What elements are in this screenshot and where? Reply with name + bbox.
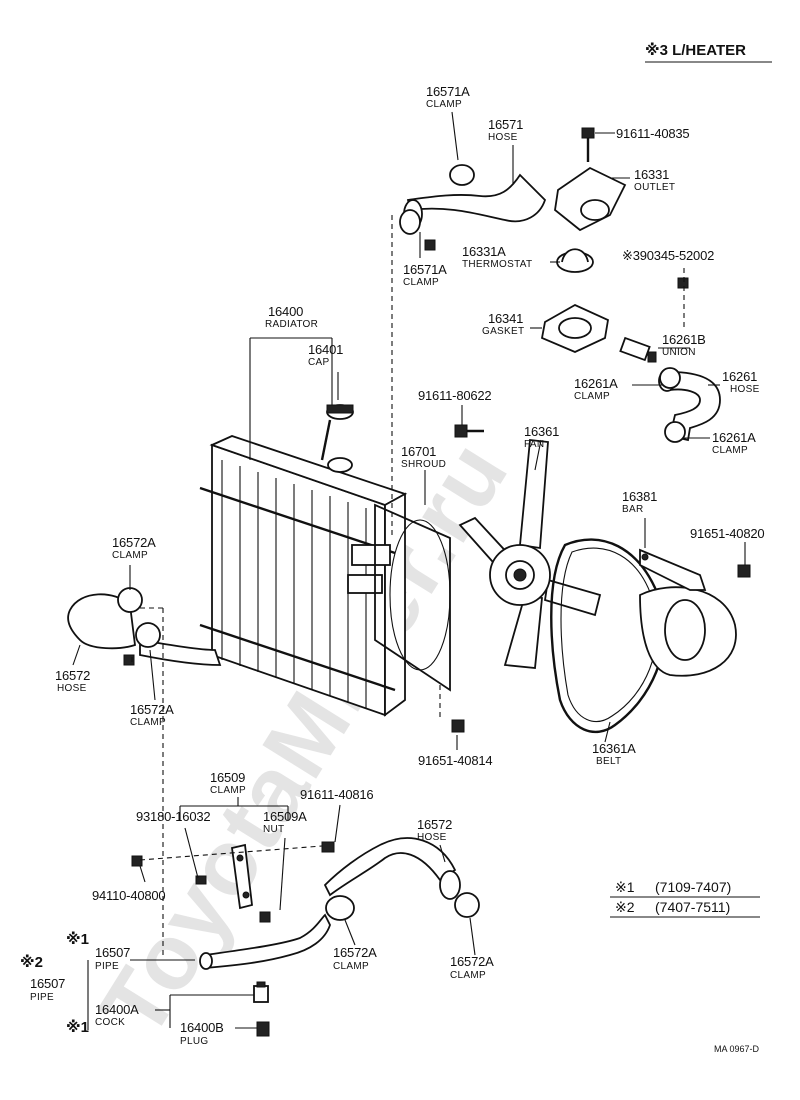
callout-16572-right-pn: 16572 [417, 817, 453, 832]
callout-16572A-top-name: CLAMP [112, 550, 148, 561]
callout-90345-52002-pn: ※390345-52002 [622, 248, 715, 263]
outlet-bolt-part[interactable] [581, 127, 595, 162]
callout-16571A-top-name: CLAMP [426, 99, 462, 110]
callout-16331A-pn: 16331A [462, 244, 506, 259]
callout-91651-40820-pn: 91651-40820 [690, 526, 765, 541]
callout-16509-name: CLAMP [210, 785, 246, 796]
callout-16701-pn: 16701 [401, 444, 437, 459]
callout-16341-pn: 16341 [488, 311, 524, 326]
callout-16331-name: OUTLET [634, 182, 676, 193]
callout-16509A-name: NUT [263, 824, 285, 835]
callout-16572A-b1-pn: 16572A [333, 945, 377, 960]
callout-16400-pn: 16400 [268, 304, 304, 319]
callout-16571A-top-pn: 16571A [426, 84, 470, 99]
callout-16261A-top-pn: 16261A [574, 376, 618, 391]
cock-part[interactable] [253, 981, 269, 1003]
callout-91611-40835-pn: 91611-40835 [616, 126, 690, 141]
callout-16509A-pn: 16509A [263, 809, 307, 824]
upper-hose-part[interactable] [403, 173, 547, 229]
callout-16361A-name: BELT [596, 756, 622, 767]
callout-16572A-mid-name: CLAMP [130, 717, 166, 728]
lower-right-hose-part[interactable] [323, 837, 461, 900]
dashed-lines [131, 215, 685, 955]
shroud-part[interactable] [374, 503, 451, 692]
callout-16361-pn: 16361 [524, 424, 560, 439]
callout-16572A-b2-name: CLAMP [450, 970, 486, 981]
belt-part[interactable] [550, 538, 666, 734]
heater-note: ※3 L/HEATER [645, 42, 746, 59]
outlet-part[interactable] [554, 166, 627, 232]
leader-lines [72, 111, 760, 1030]
callout-16572-left-name: HOSE [57, 683, 87, 694]
callout-16572A-top-pn: 16572A [112, 535, 156, 550]
callout-16400B-mark: ※1 [66, 1019, 89, 1036]
callout-16572-left-pn: 16572 [55, 668, 91, 683]
legend-1-mark: ※1 [615, 879, 635, 895]
callout-16571-pn: 16571 [488, 117, 524, 132]
callout-16361A-pn: 16361A [592, 741, 636, 756]
bar-part[interactable] [639, 548, 707, 591]
callout-91651-40814-pn: 91651-40814 [418, 753, 493, 768]
callout-16571A-bot-pn: 16571A [403, 262, 447, 277]
callout-16261B-name: UNION [662, 347, 696, 358]
callout-91611-40816-pn: 91611-40816 [300, 787, 374, 802]
callout-16401-name: CAP [308, 357, 330, 368]
callout-16261-name: HOSE [730, 384, 760, 395]
legend-2-range: (7407-7511) [655, 899, 731, 915]
gasket-part[interactable] [540, 303, 610, 353]
callout-16401-pn: 16401 [308, 342, 344, 357]
callout-16381-name: BAR [622, 504, 644, 515]
union-part[interactable] [619, 336, 657, 363]
bracket-part[interactable] [230, 843, 253, 910]
callout-93180-16032-pn: 93180-16032 [136, 809, 211, 824]
callout-16507-b-mark: ※2 [20, 954, 43, 971]
clamp-parts[interactable] [117, 164, 686, 921]
legend-1-range: (7109-7407) [655, 879, 732, 895]
callout-16400-name: RADIATOR [265, 319, 319, 330]
callout-16572A-b2-pn: 16572A [450, 954, 494, 969]
thermostat-part[interactable] [556, 248, 594, 273]
callout-16572A-mid-pn: 16572A [130, 702, 174, 717]
fan-part[interactable] [458, 439, 602, 669]
lower-left-hose-part[interactable] [67, 593, 222, 666]
callout-16507-a-pn: 16507 [95, 945, 131, 960]
callout-16331A-name: THERMOSTAT [462, 259, 533, 270]
callout-16571A-bot-name: CLAMP [403, 277, 439, 288]
callout-16261A-bot-pn: 16261A [712, 430, 756, 445]
callout-16507-a-name: PIPE [95, 961, 119, 972]
callout-16400B-pn: 16400B [180, 1020, 224, 1035]
callout-16507-b-name: PIPE [30, 992, 54, 1003]
callout-16261A-top-name: CLAMP [574, 391, 610, 402]
callout-16261A-bot-name: CLAMP [712, 445, 748, 456]
callout-16381-pn: 16381 [622, 489, 658, 504]
radiator-part[interactable] [199, 435, 408, 717]
legend-2-mark: ※2 [615, 899, 635, 915]
callout-16400A-pn: 16400A [95, 1002, 139, 1017]
callout-16507-a-mark: ※1 [66, 931, 89, 948]
pipe-part[interactable] [199, 913, 331, 970]
callout-16361-name: FAN [524, 439, 545, 450]
callout-16571-name: HOSE [488, 132, 518, 143]
plug-part[interactable] [256, 1021, 270, 1037]
callout-16572-right-name: HOSE [417, 832, 447, 843]
callout-16261B-pn: 16261B [662, 332, 706, 347]
callout-16331-pn: 16331 [634, 167, 670, 182]
cap-part[interactable] [320, 404, 354, 473]
callout-16509-pn: 16509 [210, 770, 246, 785]
callout-91611-80622-pn: 91611-80622 [418, 388, 492, 403]
callout-94110-40800-pn: 94110-40800 [92, 888, 166, 903]
fastener-parts[interactable] [123, 239, 751, 923]
callout-16507-b-pn: 16507 [30, 976, 66, 991]
callout-16341-name: GASKET [482, 326, 525, 337]
callout-16701-name: SHROUD [401, 459, 447, 470]
callout-16400A-name: COCK [95, 1017, 126, 1028]
callout-16261-pn: 16261 [722, 369, 758, 384]
callout-16572A-b1-name: CLAMP [333, 961, 369, 972]
callout-16400B-name: PLUG [180, 1036, 209, 1047]
alternator-part[interactable] [639, 586, 737, 677]
drawing-code: MA 0967-D [714, 1044, 760, 1054]
